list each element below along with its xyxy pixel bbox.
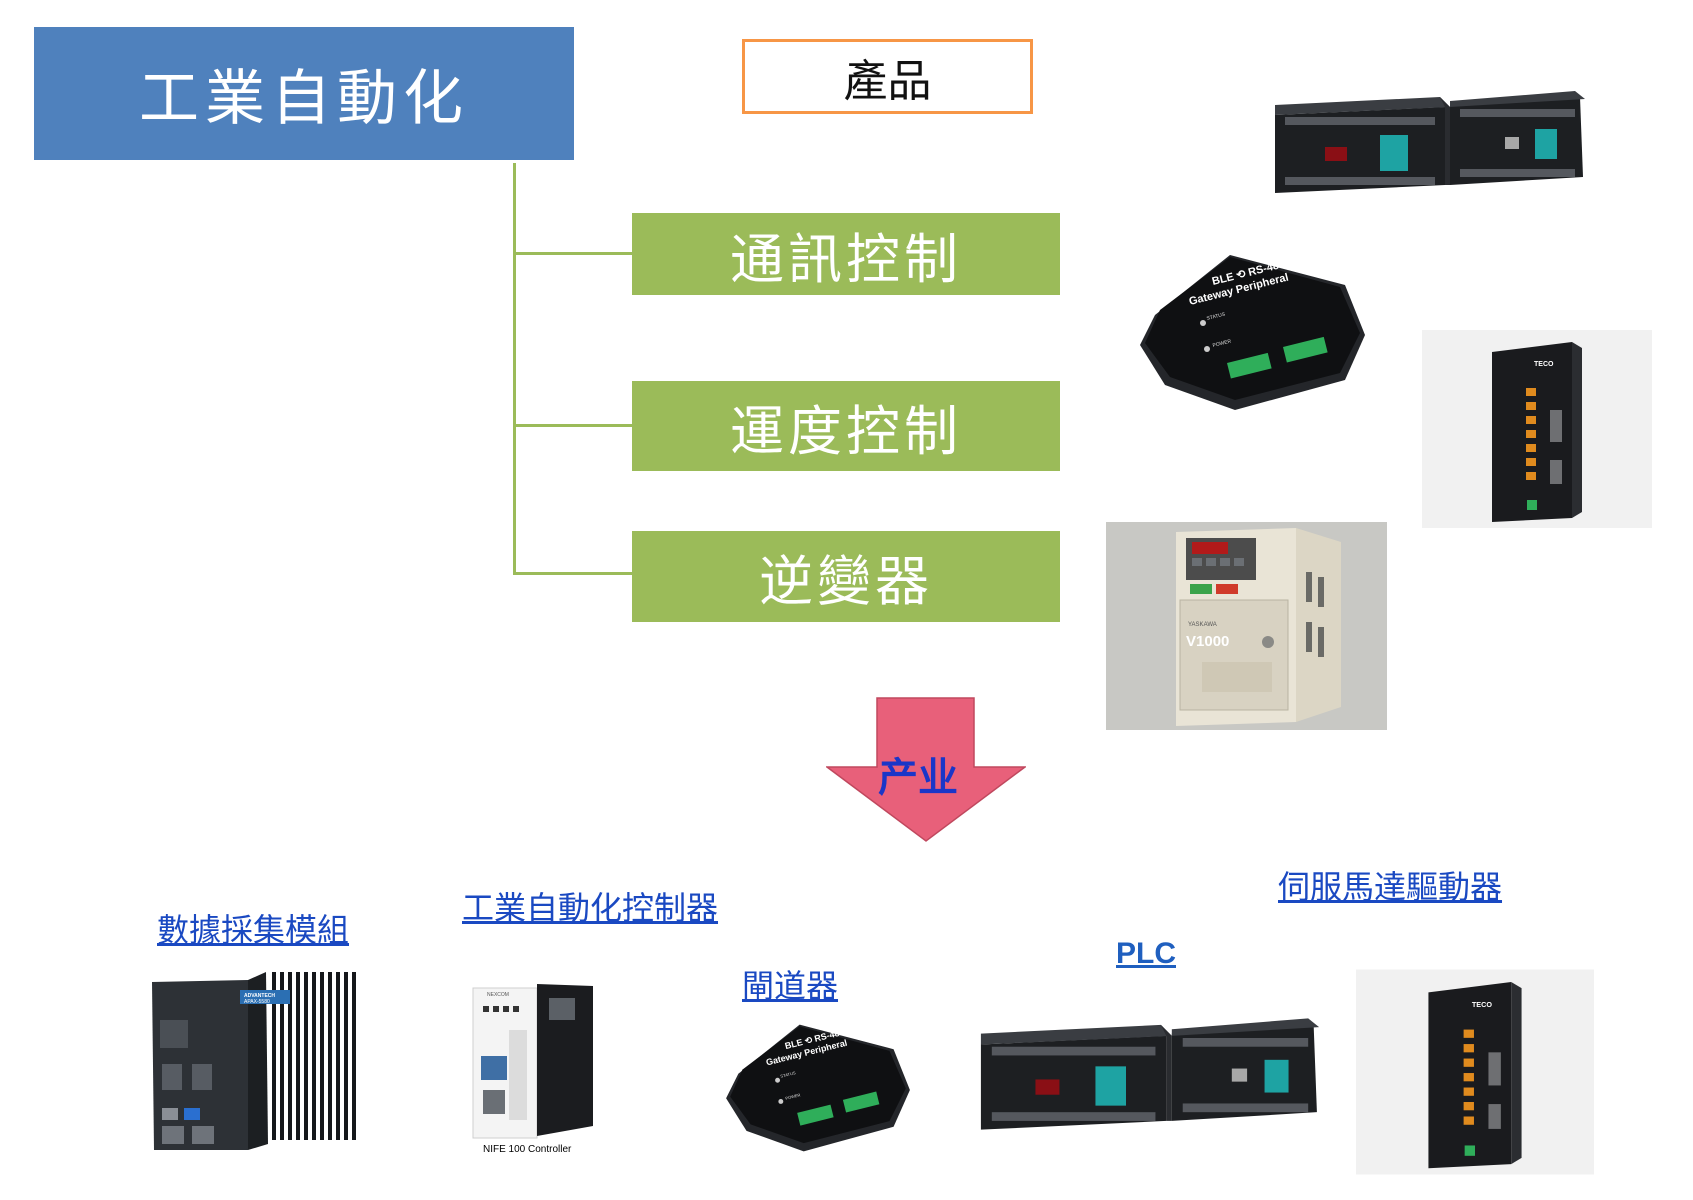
category-label: 通訊控制 xyxy=(730,227,962,291)
servo-brand-text: TECO xyxy=(1472,1000,1492,1009)
gateway-image-bottom: BLE ⟲ RS-485 Gateway Peripheral STATUS P… xyxy=(726,1024,910,1152)
down-arrow xyxy=(826,697,1026,842)
tree-trunk-line xyxy=(513,163,516,575)
servo-brand-text: TECO xyxy=(1534,361,1554,368)
gateway-image-right: BLE ⟲ RS-485 Gateway Peripheral STATUS P… xyxy=(1140,255,1365,410)
inverter-brand-text: YASKAWA xyxy=(1188,622,1217,628)
link-gateway[interactable]: 閘道器 xyxy=(742,967,839,1005)
controller-caption: NIFE 100 Controller xyxy=(483,1144,572,1155)
product-label-box: 產品 xyxy=(742,39,1033,114)
category-label: 逆變器 xyxy=(759,550,933,613)
link-servo-drive[interactable]: 伺服馬達驅動器 xyxy=(1278,868,1503,906)
category-box-inverter: 逆變器 xyxy=(632,531,1060,622)
title-box: 工業自動化 xyxy=(34,27,574,160)
tree-branch-line-1 xyxy=(513,252,632,255)
industrial-pc-image: ADVANTECH APAX-5580 xyxy=(152,972,356,1150)
ipc-brand-text: ADVANTECH xyxy=(244,993,275,999)
tree-branch-line-2 xyxy=(513,424,632,427)
category-box-motion: 運度控制 xyxy=(632,381,1060,471)
category-box-communication: 通訊控制 xyxy=(632,213,1060,295)
category-label: 運度控制 xyxy=(730,399,962,463)
plc-image-top xyxy=(1275,91,1585,193)
tree-branch-line-3 xyxy=(513,572,632,575)
servo-drive-image-bottom: TECO xyxy=(1356,969,1594,1175)
controller-brand-text: NEXCOM xyxy=(487,992,509,998)
ipc-model-text: APAX-5580 xyxy=(244,999,270,1005)
arrow-label: 产业 xyxy=(878,755,958,801)
link-data-acquisition-module[interactable]: 數據採集模組 xyxy=(157,911,350,949)
gateway-power-text: POWER xyxy=(1212,338,1232,348)
controller-image: NEXCOM NIFE 100 Controller xyxy=(472,984,593,1155)
link-industrial-controller[interactable]: 工業自動化控制器 xyxy=(462,889,719,927)
inverter-image: YASKAWA V1000 xyxy=(1106,522,1387,730)
plc-image-bottom xyxy=(980,1018,1320,1130)
servo-drive-image-right: TECO xyxy=(1422,330,1652,528)
gateway-power-text: POWER xyxy=(785,1092,801,1101)
diagram-title: 工業自動化 xyxy=(139,64,469,134)
link-plc[interactable]: PLC xyxy=(1116,937,1176,970)
inverter-model-text: V1000 xyxy=(1186,633,1229,650)
gateway-status-text: STATUS xyxy=(780,1070,797,1079)
gateway-status-text: STATUS xyxy=(1206,311,1227,322)
product-label: 產品 xyxy=(843,55,932,107)
